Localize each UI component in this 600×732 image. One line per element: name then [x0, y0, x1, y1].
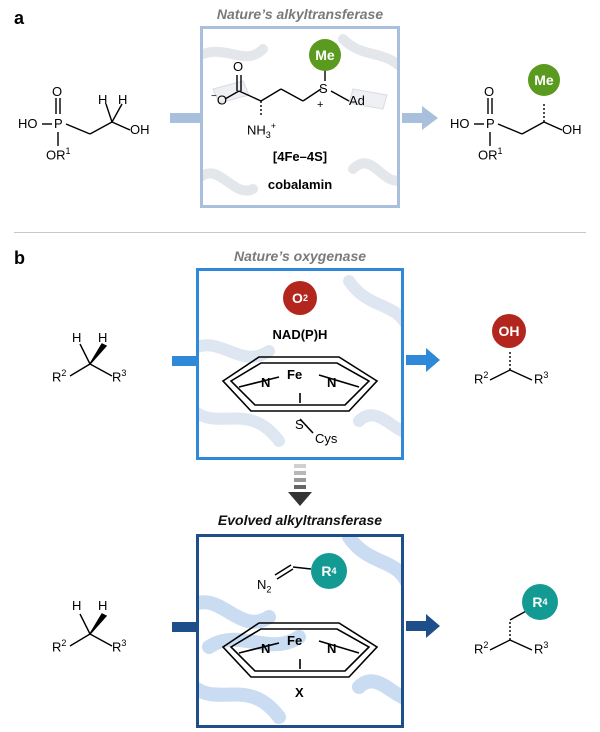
reactant-top-r3: R3	[112, 368, 127, 385]
evolved-caption: Evolved alkyltransferase	[217, 512, 383, 528]
alkyltransferase-box: O −O NH3+ S + Ad Me [4Fe–4S] cobalamin	[200, 26, 400, 208]
evolution-arrow	[288, 464, 312, 506]
arrow-in-b-bottom	[172, 622, 196, 632]
arrow-in-a	[170, 113, 200, 123]
carboxylate-oxygen: −O	[211, 91, 227, 108]
alkane-reactant-bottom	[69, 613, 113, 647]
protein-ribbon-background-c	[199, 537, 401, 724]
reactant-hydroxy-p: HO	[18, 116, 38, 131]
ammonium-group: NH3+	[247, 121, 277, 140]
pyrrole-n-left: N	[261, 375, 271, 390]
cofactor-fe4s4: [4Fe–4S]	[272, 149, 328, 164]
protein-ribbon-background-b	[199, 275, 401, 447]
protein-ribbon-background-a	[203, 34, 397, 196]
phosphonate-reactant	[42, 98, 131, 146]
product-top-r3: R3	[534, 370, 549, 387]
arrow-out-b-top	[406, 348, 440, 372]
reactant-bottom-h2: H	[98, 598, 108, 613]
reactant-top-h2: H	[98, 330, 108, 345]
panel-a-letter: a	[14, 8, 25, 28]
carbonyl-oxygen: O	[233, 59, 244, 74]
axial-ligand-x: X	[295, 685, 304, 700]
diazo-n2: N2	[257, 577, 272, 595]
product-p-oxygen: O	[484, 84, 495, 99]
product-oh: OH	[562, 122, 582, 137]
product-or1: OR1	[478, 146, 503, 163]
diazo-and-heme	[221, 564, 379, 678]
pyrrole-n-right-evolved: N	[327, 641, 337, 656]
product-phosphorus: P	[486, 116, 495, 131]
alkyltransferase-caption: Nature’s alkyltransferase	[216, 6, 384, 22]
sulfonium-charge: +	[317, 99, 324, 111]
cysteine-label: Cys	[315, 431, 338, 446]
reactant-bottom-h1: H	[72, 598, 82, 613]
arrow-in-b-top	[172, 356, 196, 366]
cofactor-cobalamin: cobalamin	[267, 177, 333, 192]
arrow-out-a	[402, 106, 438, 130]
reactant-top-r2: R2	[52, 368, 67, 385]
panel-b-letter: b	[14, 248, 25, 268]
iron-center-evolved: Fe	[287, 633, 303, 648]
alcohol-product	[489, 350, 533, 381]
product-top-r2: R2	[474, 370, 489, 387]
arrow-out-b-bottom	[406, 614, 440, 638]
reactant-or1: OR1	[46, 146, 71, 163]
nadph-label: NAD(P)H	[272, 327, 328, 342]
reactant-p-oxygen: O	[52, 84, 63, 99]
reactant-h2: H	[118, 92, 128, 107]
cysteine-sulfur: S	[295, 417, 304, 432]
pyrrole-n-left-evolved: N	[261, 641, 271, 656]
heme-porphyrin-oxygenase	[221, 356, 379, 434]
sam-structure	[224, 69, 350, 117]
reactant-phosphorus: P	[54, 116, 63, 131]
product-bottom-r3: R3	[534, 640, 549, 657]
iron-center: Fe	[287, 367, 303, 382]
product-bottom-r2: R2	[474, 640, 489, 657]
product-hydroxy-p: HO	[450, 116, 470, 131]
pyrrole-n-right: N	[327, 375, 337, 390]
methyl-circle-product: Me	[528, 64, 560, 96]
reactant-bottom-r3: R3	[112, 638, 127, 655]
phosphonate-product	[474, 98, 563, 146]
sulfonium-sulfur: S	[319, 81, 328, 96]
hydroxyl-circle: OH	[492, 314, 526, 348]
alkane-reactant-top	[69, 343, 113, 377]
reactant-bottom-r2: R2	[52, 638, 67, 655]
reactant-top-h1: H	[72, 330, 82, 345]
oxygenase-caption: Nature’s oxygenase	[233, 248, 367, 264]
reactant-oh: OH	[130, 122, 150, 137]
adenosyl-label: Ad	[349, 93, 365, 108]
section-divider	[14, 232, 586, 233]
reactant-h1: H	[98, 92, 108, 107]
methyl-circle-sam: Me	[309, 39, 341, 71]
